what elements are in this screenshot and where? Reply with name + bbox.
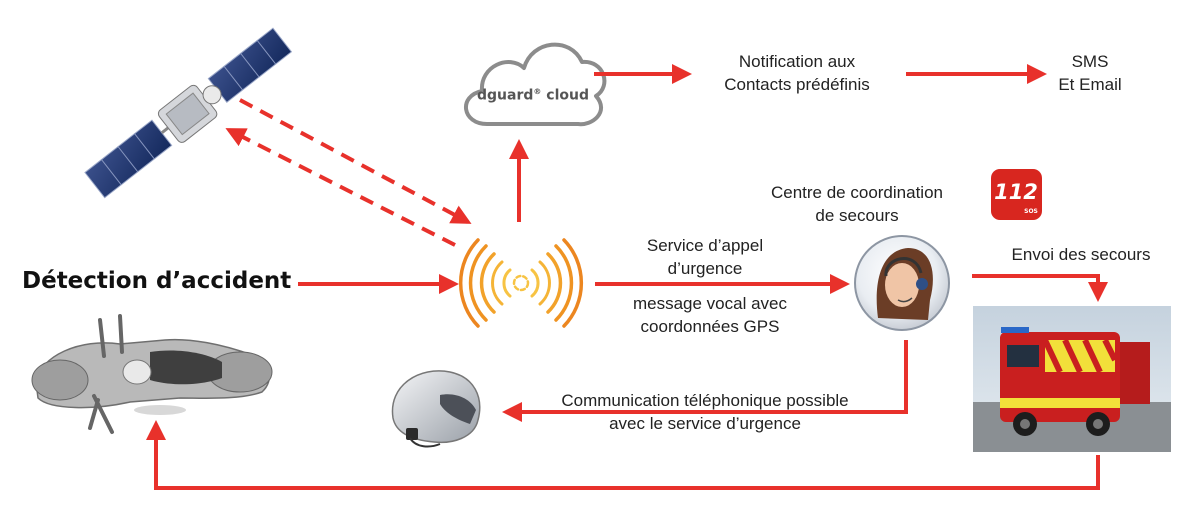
satellite-icon bbox=[84, 27, 293, 199]
accident-detection-title: Détection d’accident bbox=[22, 268, 292, 294]
motorcycle-icon bbox=[31, 314, 273, 434]
operator-icon bbox=[854, 235, 950, 331]
cloud-icon bbox=[463, 42, 607, 127]
helmet-icon bbox=[391, 370, 481, 448]
badge-112-icon: 112 SOS bbox=[991, 169, 1042, 220]
svg-text:SOS: SOS bbox=[1024, 208, 1038, 215]
ambulance-icon bbox=[973, 306, 1171, 452]
dispatch-label: Envoi des secours bbox=[1011, 245, 1151, 264]
svg-text:112: 112 bbox=[994, 180, 1038, 204]
cloud-brand-label: dguard® cloud bbox=[477, 87, 589, 104]
signal-icon bbox=[458, 238, 584, 328]
